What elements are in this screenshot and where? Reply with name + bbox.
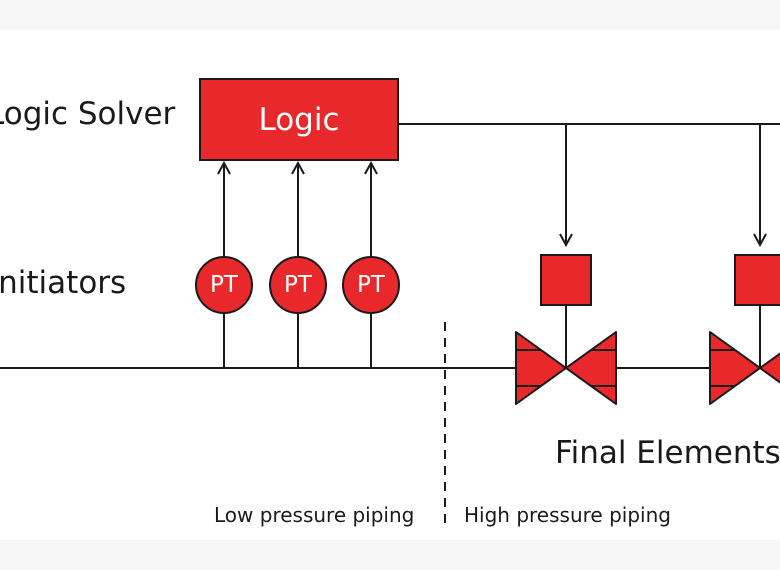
top-band (0, 0, 780, 30)
valve-body-2 (709, 331, 780, 405)
final-element-2 (709, 254, 780, 405)
final-elements-label: Final Elements (555, 435, 780, 471)
pressure-transmitter-3: PT (342, 256, 400, 314)
pressure-transmitter-2: PT (269, 256, 327, 314)
logic-box-label: Logic (258, 101, 340, 138)
logic-solver-label: Logic Solver (0, 96, 176, 132)
pt-label: PT (210, 272, 238, 298)
high-pressure-label: High pressure piping (464, 503, 671, 527)
low-pressure-label: Low pressure piping (214, 503, 415, 527)
actuator-2 (734, 254, 780, 306)
final-element-1 (515, 254, 617, 405)
actuator-1 (540, 254, 592, 306)
logic-solver-box: Logic (199, 78, 399, 161)
pt-label: PT (284, 272, 312, 298)
pressure-transmitter-1: PT (195, 256, 253, 314)
bottom-band (0, 540, 780, 570)
initiators-label: Initiators (0, 265, 127, 301)
pt-label: PT (357, 272, 385, 298)
